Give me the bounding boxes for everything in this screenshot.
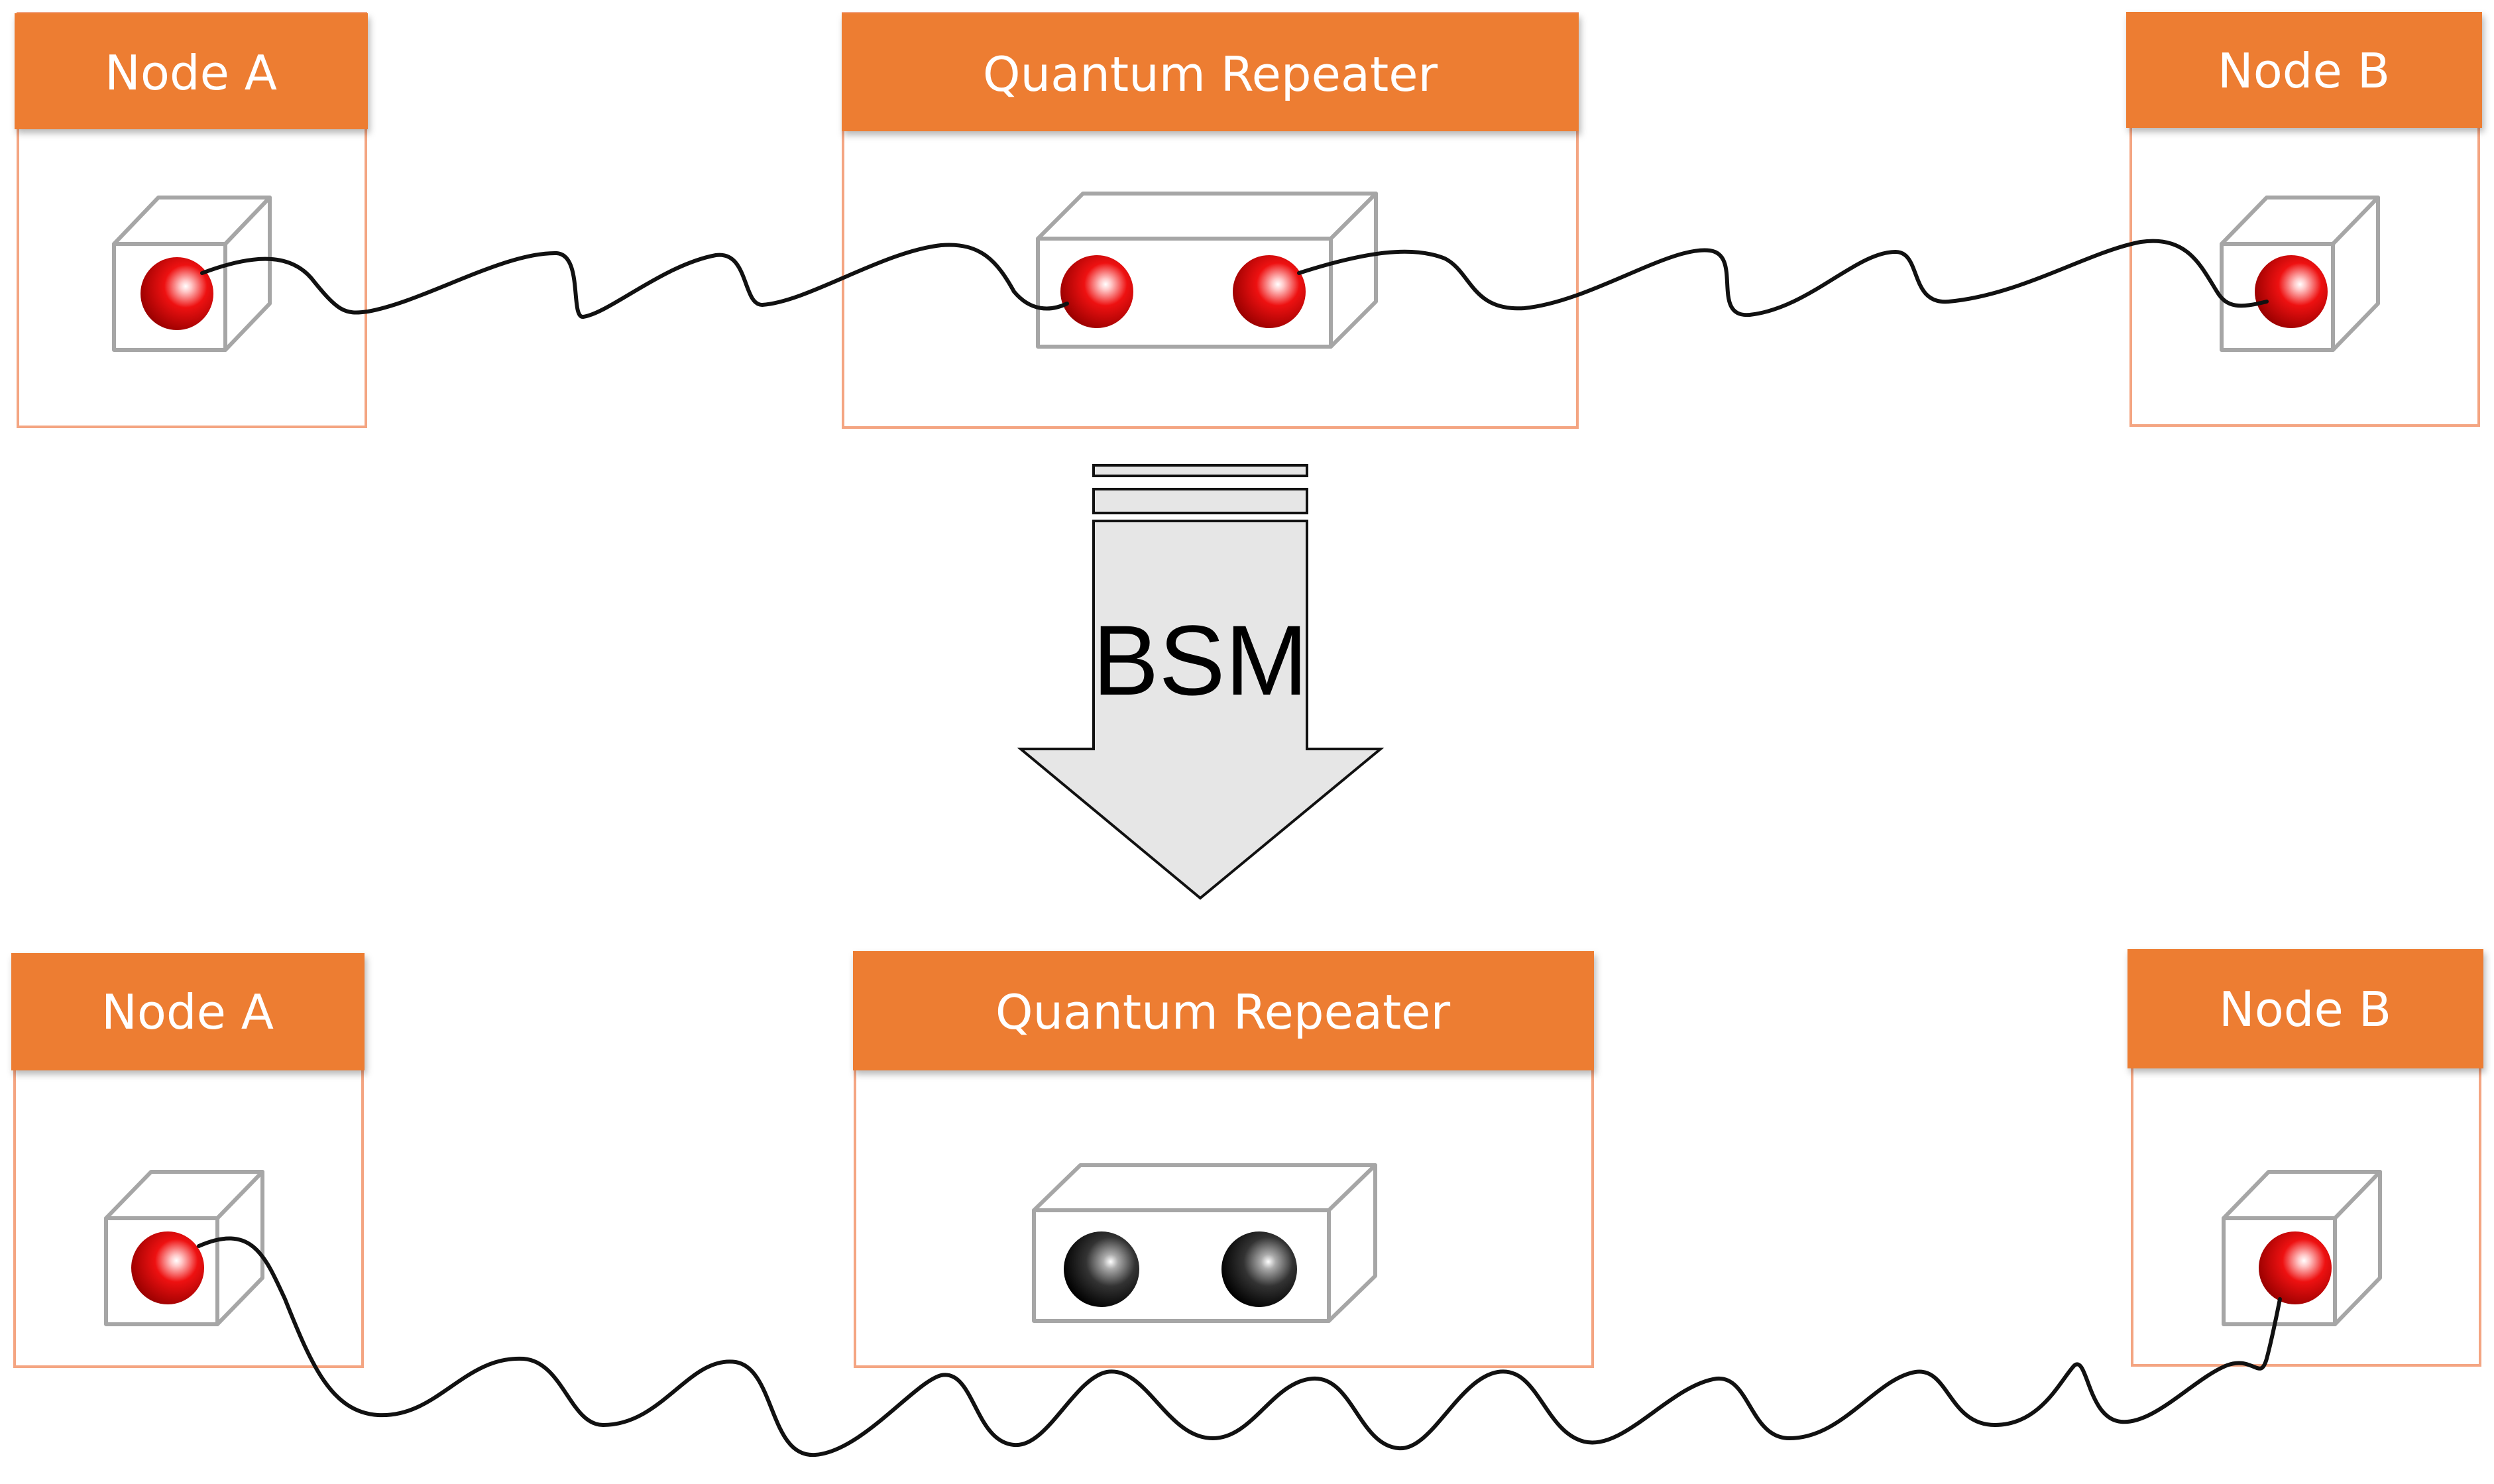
entanglement-link-a-to-repeater bbox=[200, 243, 1069, 319]
qubit-entangled-icon bbox=[1233, 255, 1306, 328]
entanglement-link-repeater-to-b bbox=[1297, 239, 2269, 317]
top-node-a: Node A bbox=[15, 12, 368, 428]
qubit-entangled-icon bbox=[1060, 255, 1133, 328]
qubit-measured-icon bbox=[1221, 1231, 1297, 1307]
qubit-entangled-icon bbox=[141, 257, 213, 330]
qubit-entangled-icon bbox=[2255, 255, 2328, 328]
memory-cube-icon bbox=[1032, 1163, 1377, 1323]
repeater-header bbox=[842, 13, 1579, 131]
arrow-bar-thin bbox=[1092, 464, 1308, 477]
repeater-label: Quantum Repeater bbox=[983, 46, 1438, 102]
entanglement-link-a-to-b bbox=[197, 1236, 2282, 1457]
node-b-label: Node B bbox=[2218, 43, 2390, 99]
bsm-label: BSM bbox=[1092, 604, 1308, 716]
down-arrow-icon bbox=[1017, 520, 1385, 900]
node-a-label: Node A bbox=[101, 984, 274, 1040]
bottom-node-b: Node B bbox=[2127, 949, 2483, 1367]
repeater-label: Quantum Repeater bbox=[995, 984, 1451, 1040]
top-quantum-repeater: Quantum Repeater bbox=[842, 12, 1579, 429]
memory-cube-icon bbox=[104, 1170, 264, 1326]
node-b-header bbox=[2127, 949, 2483, 1068]
node-a-header bbox=[15, 13, 368, 129]
qubit-entangled-icon bbox=[2259, 1231, 2332, 1304]
memory-cube-icon bbox=[2220, 196, 2380, 352]
node-b-header bbox=[2126, 12, 2482, 128]
qubit-measured-icon bbox=[1064, 1231, 1139, 1307]
bottom-quantum-repeater: Quantum Repeater bbox=[853, 951, 1594, 1368]
arrow-bar-thick bbox=[1092, 488, 1308, 514]
node-b-label: Node B bbox=[2219, 982, 2391, 1037]
repeater-header bbox=[853, 951, 1594, 1070]
top-node-b: Node B bbox=[2126, 12, 2482, 427]
bottom-node-a: Node A bbox=[11, 953, 365, 1368]
node-a-header bbox=[11, 953, 365, 1070]
qubit-entangled-icon bbox=[131, 1231, 204, 1304]
node-a-label: Node A bbox=[105, 45, 277, 101]
bsm-down-arrow: BSM bbox=[1017, 464, 1385, 900]
